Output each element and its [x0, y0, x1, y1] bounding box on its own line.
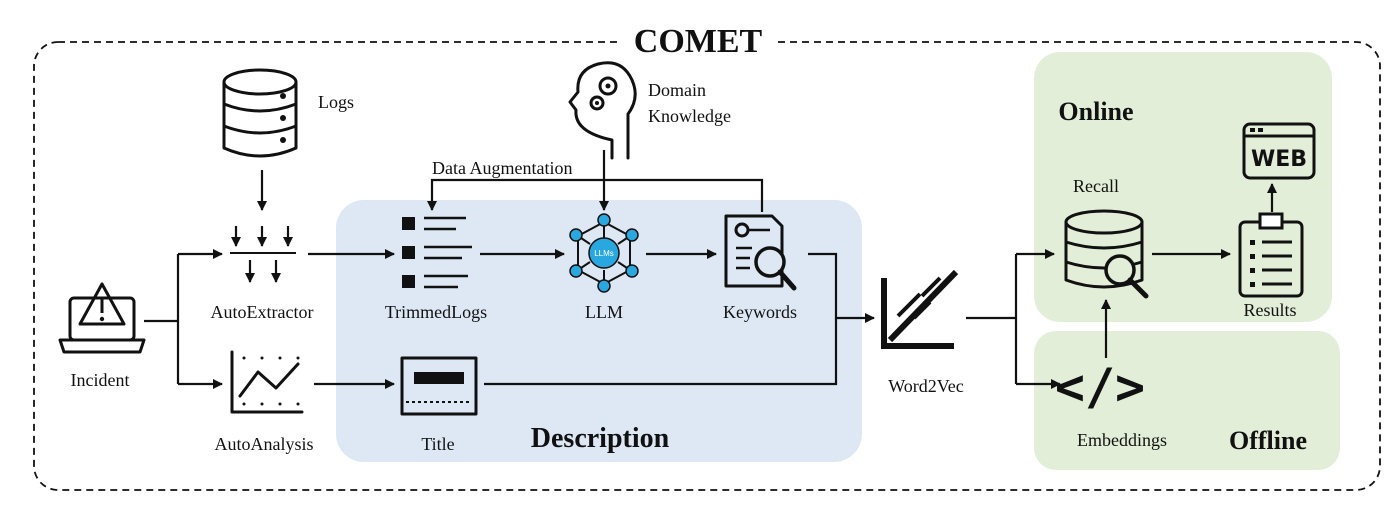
- head-gears-icon: [568, 61, 637, 160]
- svg-text:LLMs: LLMs: [594, 249, 614, 258]
- trimmed-logs-list-icon: [402, 216, 472, 289]
- word2vec-label: Word2Vec: [888, 376, 964, 396]
- svg-text:WEB: WEB: [1251, 147, 1307, 172]
- keywords-label: Keywords: [723, 302, 797, 322]
- results-clipboard-icon: [1238, 212, 1304, 298]
- logs-label: Logs: [318, 92, 354, 112]
- domain-knowledge-label-2: Knowledge: [648, 106, 731, 126]
- domain-knowledge-label-1: Domain: [648, 80, 706, 100]
- extractor-arrows-icon: [230, 226, 296, 283]
- offline-region: [1034, 331, 1340, 470]
- flow-connectors: [144, 150, 1277, 389]
- comet-title: COMET: [634, 23, 763, 60]
- data-augmentation-label: Data Augmentation: [432, 158, 572, 178]
- embeddings-code-icon: </>: [1055, 358, 1145, 416]
- description-region: [336, 200, 862, 462]
- offline-label: Offline: [1229, 426, 1307, 455]
- auto-extractor-label: AutoExtractor: [211, 302, 314, 322]
- description-label: Description: [531, 423, 670, 454]
- auto-analysis-label: AutoAnalysis: [215, 434, 314, 454]
- title-card-icon: [400, 356, 478, 416]
- web-browser-icon: WEB: [1242, 122, 1316, 180]
- keywords-document-search-icon: [724, 214, 797, 291]
- incident-label: Incident: [71, 370, 130, 390]
- embeddings-label: Embeddings: [1077, 430, 1167, 450]
- results-label: Results: [1243, 300, 1296, 320]
- online-region: [1034, 52, 1332, 322]
- incident-laptop-icon: [58, 282, 146, 354]
- llm-label: LLM: [585, 302, 623, 322]
- title-node-label: Title: [421, 434, 454, 454]
- recall-label: Recall: [1073, 176, 1119, 196]
- database-icon: [222, 68, 298, 158]
- recall-database-search-icon: [1064, 209, 1149, 299]
- online-label: Online: [1058, 97, 1133, 126]
- word2vec-vector-icon: [881, 269, 959, 349]
- trimmed-logs-label: TrimmedLogs: [385, 302, 487, 322]
- analysis-chart-icon: [230, 350, 304, 414]
- llm-network-icon: LLMs: [569, 213, 639, 293]
